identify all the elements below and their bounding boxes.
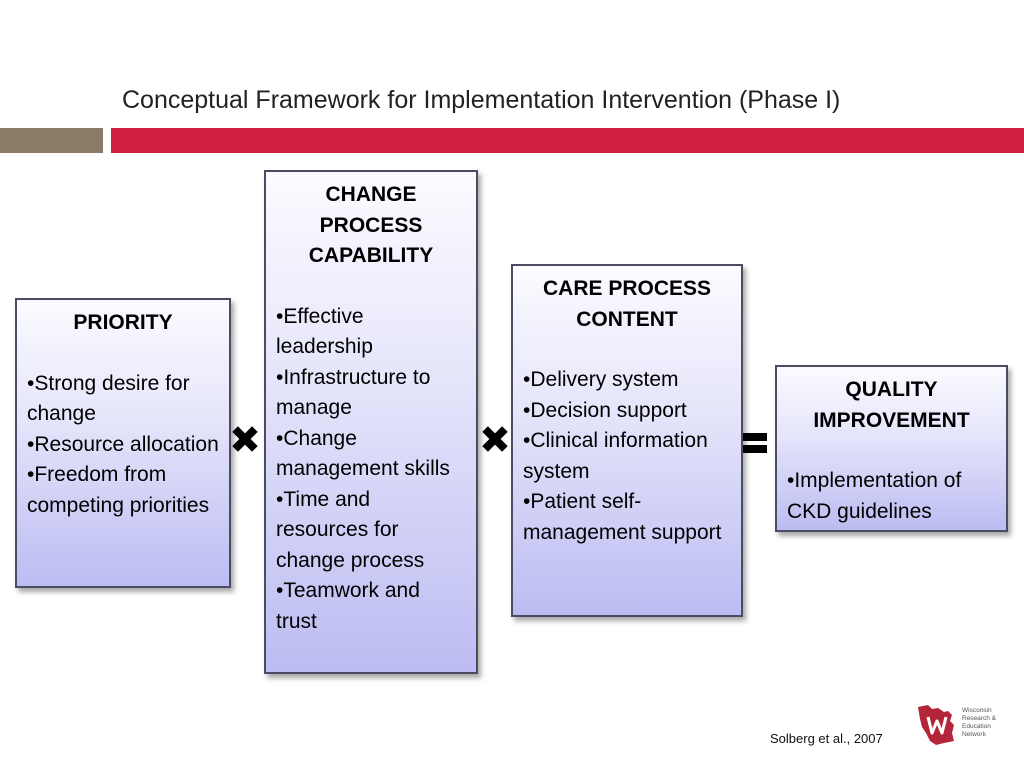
care-process-list: •Delivery system •Decision support •Clin… bbox=[523, 365, 731, 548]
care-process-heading: CARE PROCESS CONTENT bbox=[542, 277, 712, 331]
care-process-item: •Decision support bbox=[523, 398, 687, 422]
wisconsin-map-icon bbox=[918, 705, 954, 745]
change-process-box: CHANGE PROCESS CAPABILITY •Effective lea… bbox=[264, 170, 478, 674]
change-process-list: •Effective leadership •Infrastructure to… bbox=[276, 302, 466, 638]
priority-item: •Strong desire for change bbox=[27, 371, 190, 426]
change-process-item: •Teamwork and trust bbox=[276, 579, 420, 633]
priority-heading: PRIORITY bbox=[73, 311, 173, 334]
care-process-item: •Delivery system bbox=[523, 368, 679, 391]
citation: Solberg et al., 2007 bbox=[770, 731, 883, 746]
header-bar-left bbox=[0, 128, 103, 153]
equals-icon bbox=[743, 433, 767, 453]
quality-improvement-item: •Implementation of CKD guidelines bbox=[787, 469, 962, 523]
care-process-item: •Patient self-management support bbox=[523, 490, 722, 544]
change-process-item: •Effective leadership bbox=[276, 304, 373, 359]
multiply-icon bbox=[232, 426, 258, 452]
care-process-item: •Clinical information system bbox=[523, 429, 708, 483]
change-process-heading: CHANGE PROCESS CAPABILITY bbox=[308, 183, 434, 267]
slide-title: Conceptual Framework for Implementation … bbox=[122, 86, 841, 114]
care-process-box: CARE PROCESS CONTENT •Delivery system •D… bbox=[511, 264, 743, 617]
priority-item: •Resource allocation bbox=[27, 432, 219, 456]
change-process-item: •Infrastructure to manage bbox=[276, 365, 431, 420]
header-bar-right bbox=[111, 128, 1024, 153]
priority-item: •Freedom from competing priorities bbox=[27, 463, 210, 517]
quality-improvement-box: QUALITY IMPROVEMENT •Implementation of C… bbox=[775, 365, 1008, 532]
logo-text: Wisconsin Research & Education Network bbox=[962, 707, 996, 738]
priority-box: PRIORITY •Strong desire for change •Reso… bbox=[15, 298, 231, 588]
quality-improvement-heading: QUALITY IMPROVEMENT bbox=[813, 378, 970, 432]
change-process-item: •Time and resources for change process bbox=[276, 487, 425, 572]
change-process-item: •Change management skills bbox=[276, 426, 450, 481]
multiply-icon bbox=[482, 426, 508, 452]
priority-list: •Strong desire for change •Resource allo… bbox=[27, 369, 219, 522]
quality-improvement-list: •Implementation of CKD guidelines bbox=[787, 466, 996, 527]
